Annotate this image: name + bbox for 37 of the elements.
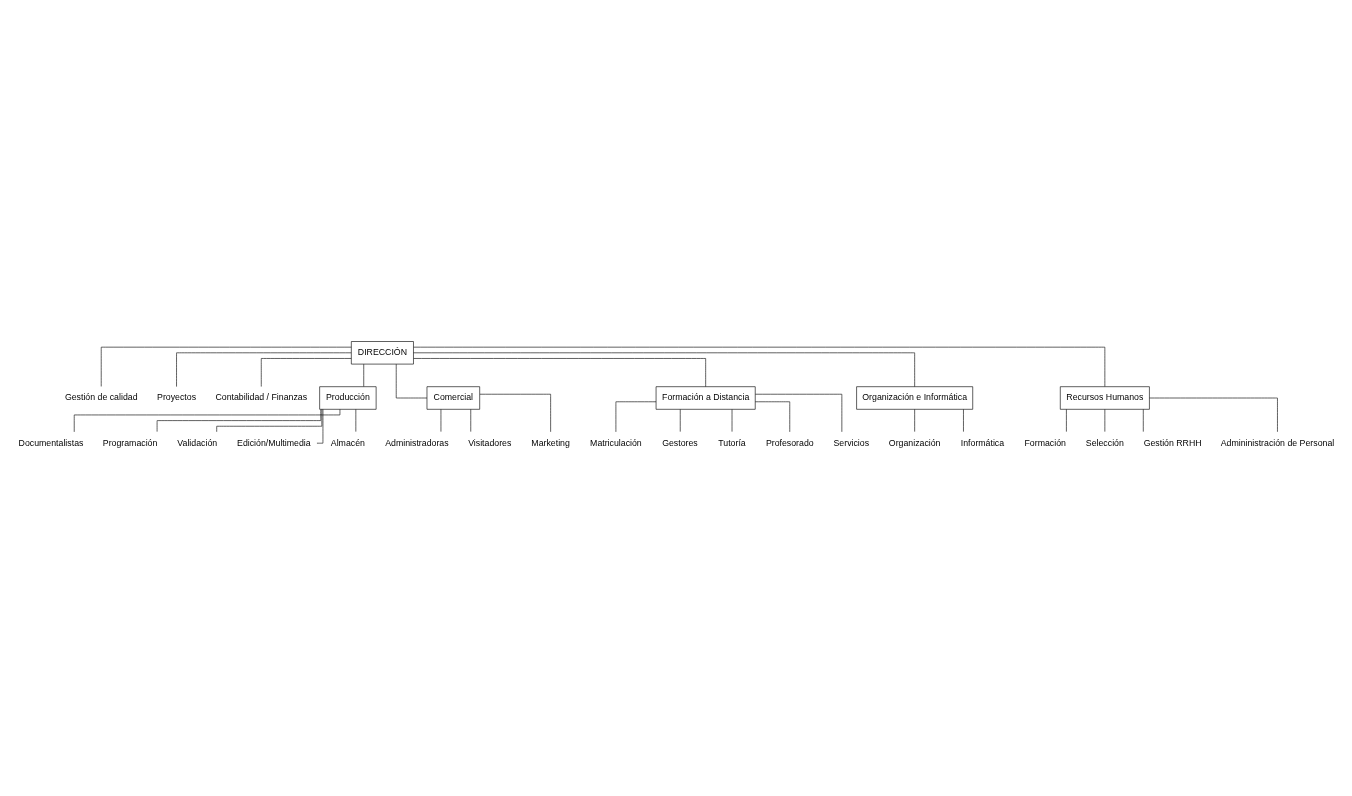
node-box: Comercial [426,386,480,410]
node-text: Organización [888,437,941,448]
node-box: Organización e Informática [856,386,974,410]
node-text: Servicios [833,437,870,448]
node-text: Edición/Multimedia [237,437,311,448]
connector [413,358,706,387]
node-box: DIRECCIÓN [351,341,414,365]
node-text: Visitadores [468,437,512,448]
node-box: Formación a Distancia [655,386,756,410]
connector [963,409,964,432]
connector [413,352,915,387]
node-text: Programación [102,437,158,448]
node-text: Administradoras [385,437,449,448]
node-text: Selección [1085,437,1124,448]
connector [413,346,1106,387]
connector [914,409,915,432]
node-text: Formación [1024,437,1066,448]
node-text: Validación [177,437,218,448]
node-text: Informática [960,437,1005,448]
connector [156,409,322,432]
node-text: Documentalistas [18,437,84,448]
node-box: Producción [319,386,377,410]
node-text: Contabilidad / Finanzas [215,392,308,403]
connector [1066,409,1067,432]
node-text: Tutoría [718,437,746,448]
node-text: Proyectos [157,392,197,403]
node-text: Marketing [531,437,570,448]
connector [316,409,324,444]
node-box: Recursos Humanos [1059,386,1150,410]
node-text: Almacén [330,437,365,448]
node-text: Profesorado [765,437,814,448]
node-text: Gestores [662,437,698,448]
node-text: Matriculación [590,437,642,448]
node-text: Admininistración de Personal [1220,437,1335,448]
connector [216,409,323,433]
node-text: Gestión de calidad [64,392,138,403]
node-text: Gestión RRHH [1143,437,1202,448]
